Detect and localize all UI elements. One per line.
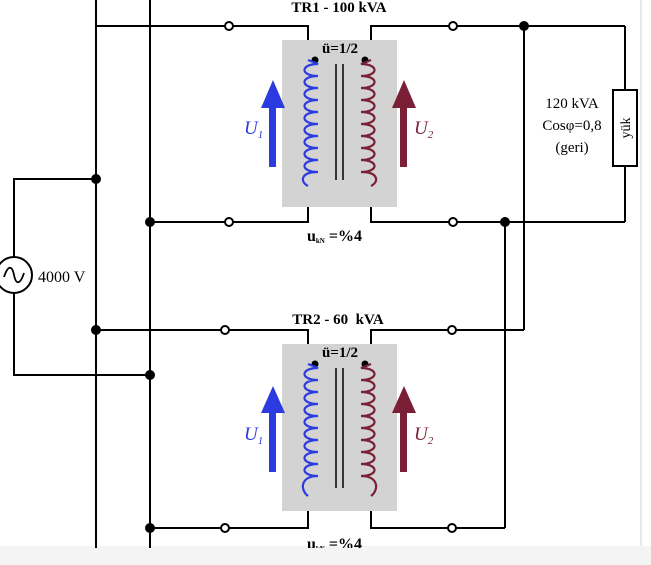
load-power-factor: Cosφ=0,8 [542,118,601,134]
terminal [220,325,230,335]
terminal [220,523,230,533]
svg-text:U1: U1 [244,118,263,141]
wiring [13,0,626,548]
junction-dot [91,325,101,335]
tr1-core [282,40,397,207]
load-mode: (geri) [555,140,588,156]
junction-dots [91,21,529,533]
tr2-title: TR2 - 60 kVA [292,312,384,328]
tr1-uk-value: =%4 [329,228,362,245]
terminals [220,21,458,533]
tr2-core [282,344,397,511]
junction-dot [500,217,510,227]
svg-text:U2: U2 [414,118,434,141]
tr1-u1-sub: 1 [258,129,264,141]
svg-text:U2: U2 [414,424,434,447]
tr1-u1-arrow-icon [261,80,285,167]
tr1-u2-label: U [414,118,429,139]
tr2-ratio: ü=1/2 [322,345,358,361]
tr2-u2-label: U [414,424,429,445]
junction-dot [519,21,529,31]
tr1-uk-label: u [307,228,316,245]
tr2-u2-sub: 2 [428,435,434,447]
junction-dot [145,523,155,533]
tr1-u2-sub: 2 [428,129,434,141]
transformer-tr1: TR1 - 100 kVA ü=1/2 U1 U2 ukN=%4 [244,0,434,245]
load-label: yük [619,118,634,139]
load-power: 120 kVA [545,96,599,112]
bottom-cover [0,548,651,565]
ac-source-icon [0,256,33,294]
tr1-title: TR1 - 100 kVA [291,0,386,16]
tr1-ratio: ü=1/2 [322,41,358,57]
tr2-u1-arrow-icon [261,386,285,472]
tr1-primary-coil [301,58,319,187]
terminal [224,21,234,31]
tr2-primary-coil [301,362,319,497]
tr2-u1-label: U [244,424,259,445]
tr1-u2-arrow-icon [392,80,416,167]
source-voltage: 4000 V [38,269,86,286]
junction-dot [91,174,101,184]
tr1-u1-label: U [244,118,259,139]
transformer-tr2: TR2 - 60 kVA ü=1/2 U1 U2 ukN=%4 [244,312,434,553]
load: yük 120 kVA Cosφ=0,8 (geri) [542,89,638,167]
tr2-uk-label: u [307,536,316,553]
svg-text:ukN=%4: ukN =%4 [307,228,362,245]
tr1-secondary-coil [360,58,378,187]
terminal [224,217,234,227]
terminal [448,217,458,227]
tr1-uk-sub: kN [316,237,325,245]
terminal [447,523,457,533]
sine-wave-icon [3,266,25,284]
svg-text:U1: U1 [244,424,263,447]
terminal [447,325,457,335]
tr2-u2-arrow-icon [392,386,416,472]
terminal [448,21,458,31]
junction-dot [145,217,155,227]
ac-source: 4000 V [0,256,86,294]
load-box [612,89,638,167]
tr2-u1-sub: 1 [258,435,264,447]
junction-dot [145,370,155,380]
tr2-secondary-coil [360,362,378,497]
